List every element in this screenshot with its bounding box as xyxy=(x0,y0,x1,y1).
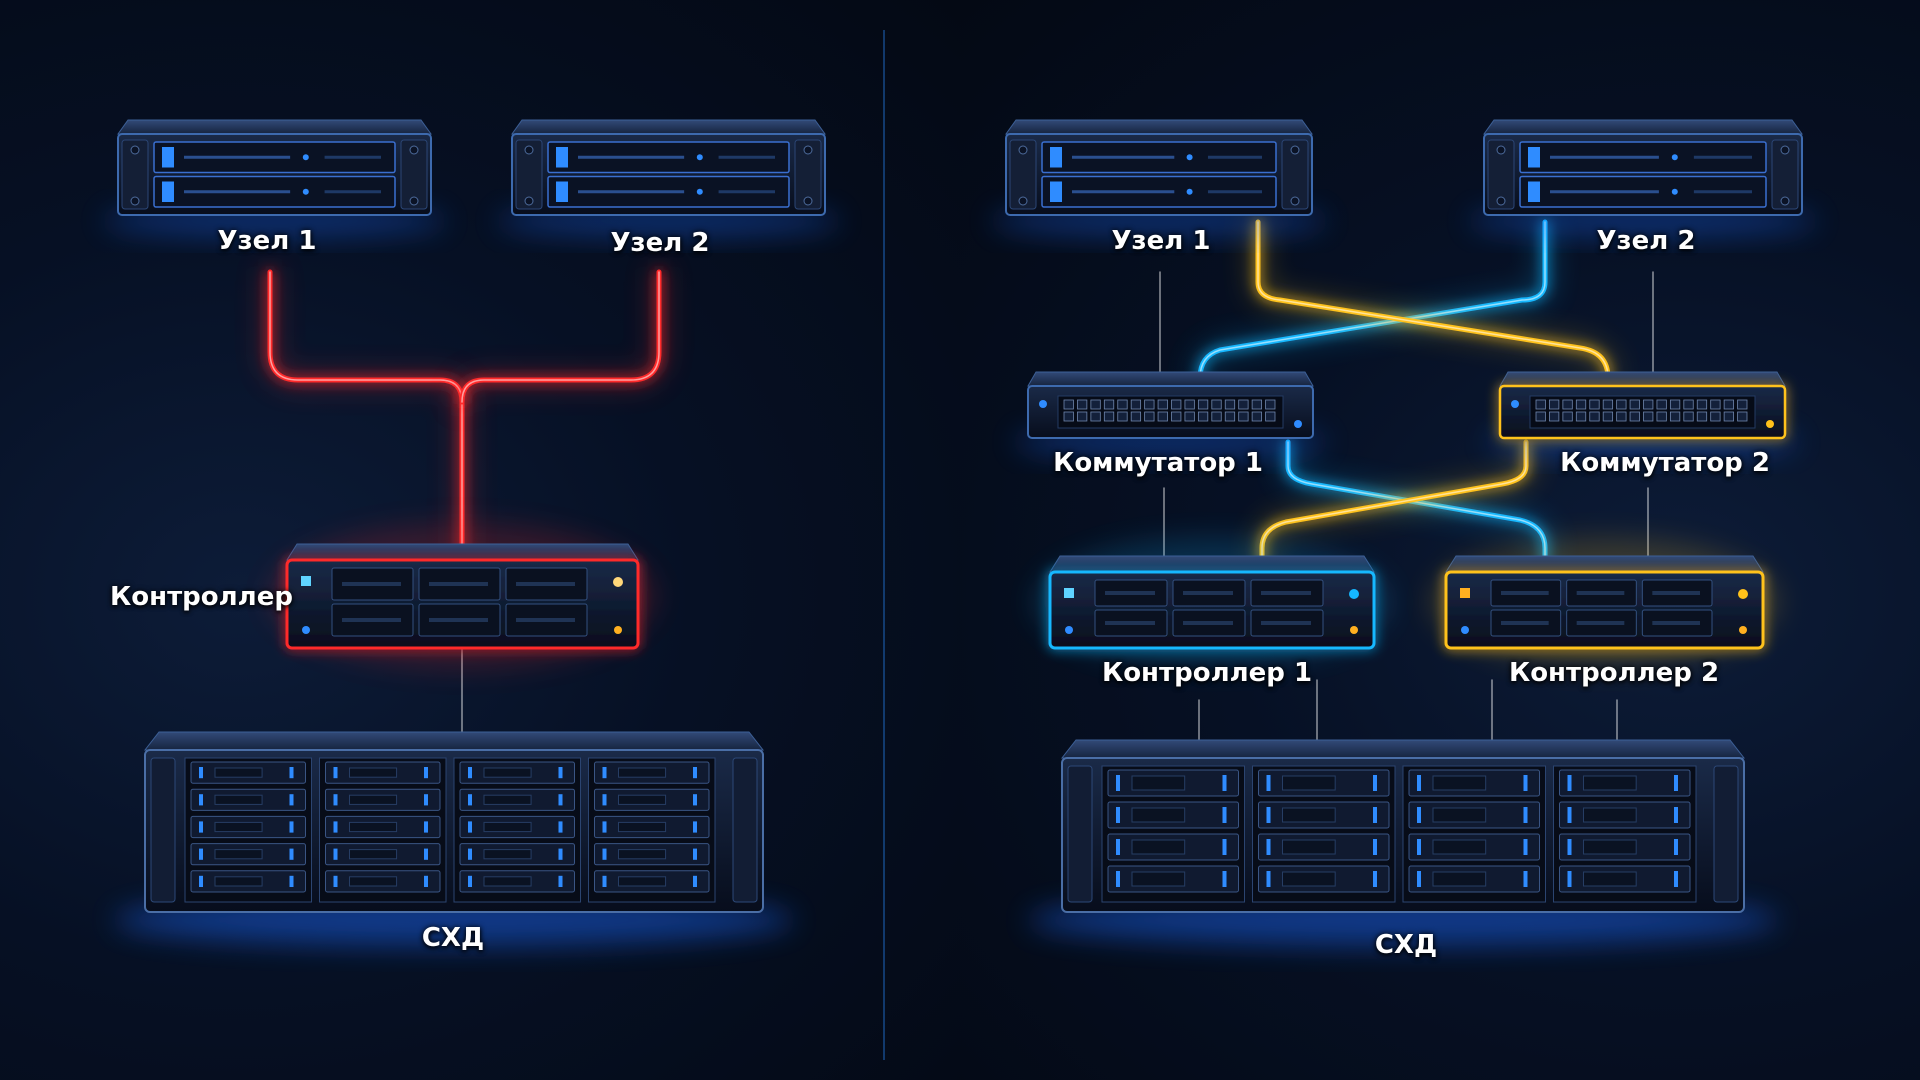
switch2-label: Коммутатор 2 xyxy=(1560,448,1770,478)
switch1-box xyxy=(1013,371,1328,458)
link-node2-switch1 xyxy=(1194,216,1551,384)
left-storage-array xyxy=(114,731,794,946)
left-node2-server xyxy=(496,119,841,237)
link-node1-switch2 xyxy=(1252,216,1614,384)
switch1-label: Коммутатор 1 xyxy=(1053,448,1263,478)
link-switch2-controller1 xyxy=(1256,436,1532,568)
right-node2-label: Узел 2 xyxy=(1596,226,1696,256)
switch2-box xyxy=(1485,371,1800,458)
right-storage-label: СХД xyxy=(1374,930,1438,960)
left-node1-label: Узел 1 xyxy=(217,226,317,256)
right-node2-server xyxy=(1468,119,1818,237)
right-node1-label: Узел 1 xyxy=(1111,226,1211,256)
left-node1-server xyxy=(102,119,447,237)
devices-layer xyxy=(102,119,1818,946)
controller1-label: Контроллер 1 xyxy=(1101,658,1313,688)
left-controller-label: Контроллер xyxy=(110,582,293,612)
left-controller-box xyxy=(269,523,656,669)
right-storage-array xyxy=(1027,739,1779,946)
left-link-node2-controller xyxy=(456,266,665,408)
controller1-box xyxy=(1033,537,1391,667)
left-link-node1-controller xyxy=(264,266,468,566)
right-node1-server xyxy=(990,119,1328,237)
left-node2-label: Узел 2 xyxy=(610,228,710,258)
controller2-label: Контроллер 2 xyxy=(1508,658,1720,688)
controller2-box xyxy=(1430,537,1779,667)
left-storage-label: СХД xyxy=(421,923,485,953)
